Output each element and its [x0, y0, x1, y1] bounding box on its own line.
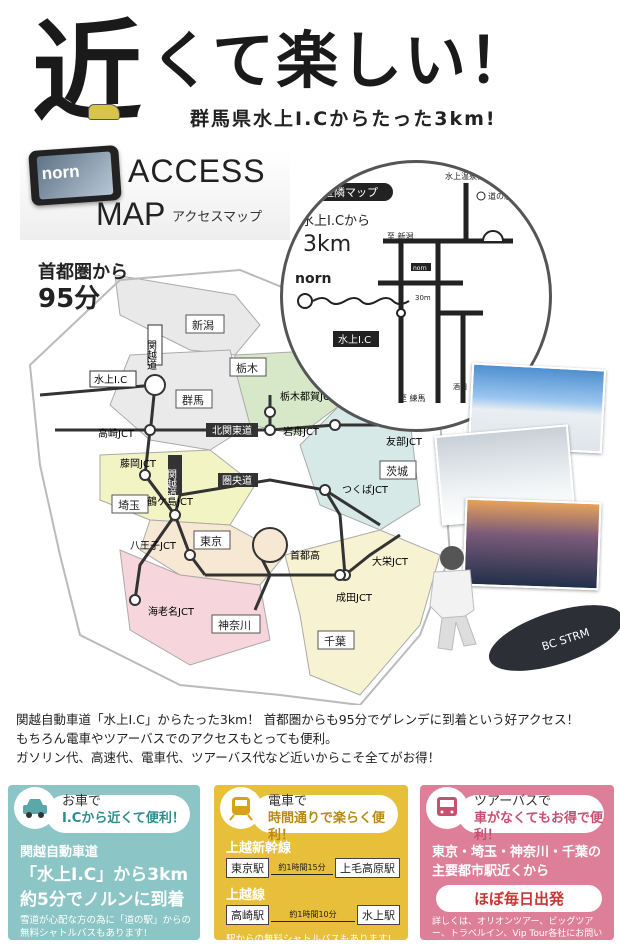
phone-logo: norn	[41, 161, 81, 184]
jct-tsukuba: つくばJCT	[342, 484, 389, 496]
access-by-bus: ツアーバスで 車がなくてもお得で便利！ 東京・埼玉・神奈川・千葉の 主要都市駅近…	[420, 785, 614, 951]
train-line1: 上越新幹線	[226, 841, 292, 856]
bus-pill-line2: 車がなくてもお得で便利！	[474, 811, 603, 843]
bus-daily-bar: ほぼ毎日出発	[436, 885, 602, 912]
access-title: ACCESS	[128, 153, 266, 189]
station-tokyo: 東京駅	[226, 858, 269, 878]
train-pill-line1: 電車で	[268, 794, 308, 809]
car-line3: 約5分でノルンに到着	[20, 890, 185, 910]
michinoeki-label: 道の駅	[488, 191, 512, 201]
snowboard-image: BC STRM	[488, 605, 620, 671]
region-label-gunma: 群馬	[182, 393, 204, 407]
from-capital: 首都圏から 95分	[38, 262, 128, 315]
description-line-2: もちろん電車やツアーバスでのアクセスもとっても便利。	[16, 731, 338, 746]
road-kanetsu-2: 関越道	[165, 469, 177, 499]
norn-label: norn	[295, 271, 331, 287]
train-icon	[229, 797, 253, 821]
access-by-train: 電車で 時間通りで楽らく便利！ 上越新幹線 東京駅 約1時間15分 上毛高原駅 …	[214, 785, 408, 945]
bus-line1: 東京・埼玉・神奈川・千葉の	[432, 845, 602, 860]
description-line-3: ガソリン代、高速代、電車代、ツアーバス代など近いからこそ全てがお得！	[16, 750, 441, 765]
region-label-tokyo: 東京	[200, 534, 222, 548]
headline-kanji: 近	[32, 9, 142, 137]
car-pill-line1: お車で	[62, 794, 102, 809]
access-map: 新潟 栃木 群馬 茨城 埼玉 東京 神奈川 千葉 水上I.C 高崎JCT 栃木都…	[28, 268, 452, 705]
nearby-map-title: 近隣マップ	[323, 185, 378, 199]
time-2: 約1時間10分	[271, 909, 355, 922]
jct-ebina: 海老名JCT	[148, 605, 195, 618]
train-note: 駅からの無料シャトルバスもあります!	[226, 934, 392, 945]
ic-minakami: 水上I.C	[94, 374, 127, 386]
car-line1: 関越自動車道	[20, 845, 99, 860]
car-pill-line2: I.Cから近くて便利！	[62, 811, 185, 826]
jct-takasaki: 高崎JCT	[98, 427, 135, 440]
from-ic-label: 水上I.Cから	[301, 214, 370, 229]
map-title: MAP	[96, 196, 166, 232]
jct-taiei: 大栄JCT	[372, 555, 409, 568]
bus-note: 詳しくは、オリオンツアー、ビッグツアー、トラベルイン、Vip Tour各社にお問…	[432, 917, 603, 951]
road-kitakanto: 北関東道	[212, 424, 252, 437]
region-kanagawa	[119, 549, 271, 666]
description-line-1: 関越自動車道「水上I.C」からたった3km！ 首都圏からも95分でゲレンデに到着…	[16, 712, 580, 727]
region-label-kanagawa: 神奈川	[218, 618, 251, 632]
jct-hachioji: 八王子JCT	[130, 540, 177, 552]
region-label-saitama: 埼玉	[118, 498, 140, 512]
station-minakami: 水上駅	[357, 905, 400, 925]
car-icon	[88, 104, 120, 120]
car-icon	[23, 799, 47, 818]
time-1: 約1時間15分	[271, 862, 333, 875]
region-label-chiba: 千葉	[324, 634, 346, 648]
jct-tomobe: 友部JCT	[386, 435, 423, 448]
sign-norn: norn	[413, 265, 427, 272]
jct-narita: 成田JCT	[336, 592, 373, 604]
from-capital-label: 首都圏から	[38, 262, 128, 283]
road-shutoko: 首都高	[290, 549, 320, 562]
snowboarder-image	[429, 546, 477, 651]
distance-30m: 30m	[415, 294, 431, 302]
sakata-label: 酒田	[453, 383, 467, 391]
subheadline: 群馬県水上I.Cからたった3km!	[190, 108, 497, 130]
jct-fujioka: 藤岡JCT	[120, 458, 157, 470]
car-note: 雪道が心配な方の為に「道の駅」からの無料シャトルバスもあります!	[20, 915, 192, 939]
region-label-ibaraki: 茨城	[386, 464, 408, 478]
bus-line2: 主要都市駅近くから	[432, 864, 550, 879]
car-line2: 「水上I.C」から3km	[20, 865, 189, 885]
access-by-car: お車で I.Cから近くて便利！ 関越自動車道 「水上I.C」から3km 約5分で…	[8, 785, 200, 940]
ic-label: 水上I.C	[338, 334, 371, 346]
to-nerima: 至 練馬	[399, 393, 426, 403]
to-niigata: 至 新潟	[387, 231, 414, 241]
road-keno: 圏央道	[222, 474, 252, 487]
jct-tsurugashima: 鶴ケ島JCT	[147, 495, 194, 508]
train-line2: 上越線	[226, 888, 266, 903]
region-label-tochigi: 栃木	[236, 361, 258, 375]
region-chiba	[284, 529, 441, 696]
station-jomo-kogen: 上毛高原駅	[335, 858, 400, 878]
spa-label: 水上温泉街	[445, 171, 485, 181]
jct-iwafune: 岩舟JCT	[283, 425, 320, 438]
map-kana: アクセスマップ	[172, 210, 262, 225]
road-kanetsu-1: 関越道	[145, 340, 157, 370]
from-capital-minutes: 95分	[38, 283, 101, 314]
bus-pill-line1: ツアーバスで	[474, 794, 552, 809]
station-takasaki: 高崎駅	[226, 905, 269, 925]
distance-label: 3km	[303, 232, 351, 257]
region-label-niigata: 新潟	[192, 318, 214, 332]
bus-icon	[437, 797, 457, 816]
train-pill-line2: 時間通りで楽らく便利！	[268, 811, 386, 843]
description: 関越自動車道「水上I.C」からたった3km！ 首都圏からも95分でゲレンデに到着…	[16, 710, 616, 767]
headline: くて楽しい！	[150, 24, 533, 97]
